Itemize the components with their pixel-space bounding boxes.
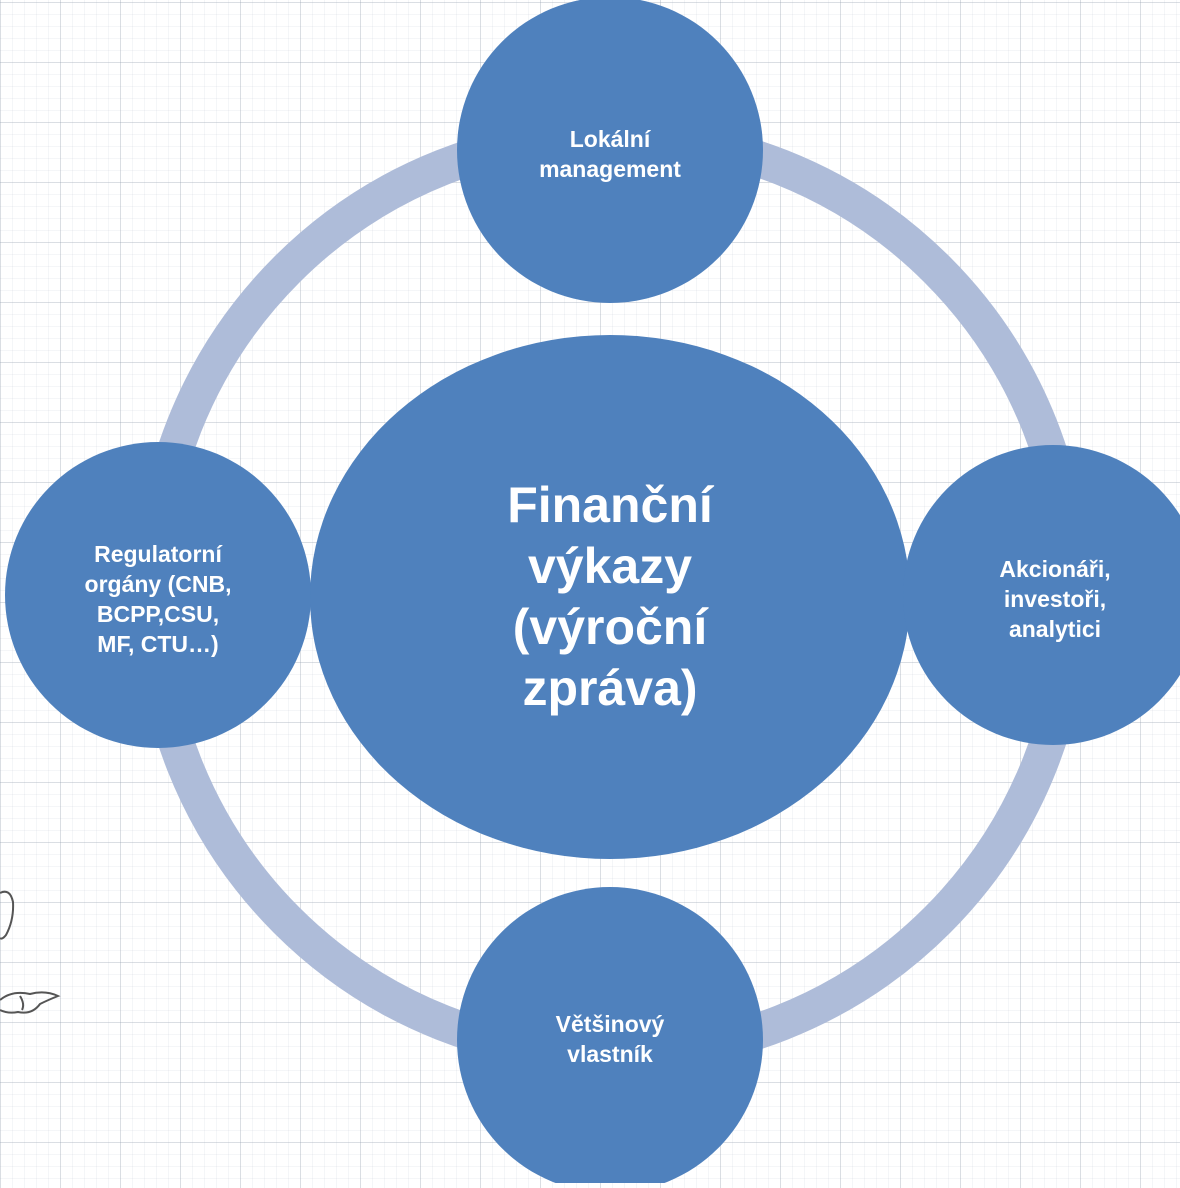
center-node-shape: [310, 335, 910, 859]
top-node-shape: [457, 0, 763, 303]
left-node-label: Regulatorní orgány (CNB, BCPP,CSU, MF, C…: [84, 541, 232, 657]
bottom-node-label: Většinový vlastník: [555, 1011, 665, 1067]
left-node-shape: [5, 442, 311, 748]
center-node-label: Finanční výkazy (výroční zpráva): [507, 477, 713, 716]
sketch-decoration: [0, 890, 61, 1014]
bottom-node-shape: [457, 887, 763, 1188]
top-node-label: Lokální management: [539, 126, 681, 182]
right-node-shape: [903, 445, 1180, 745]
right-node-label: Akcionáři, investoři, analytici: [999, 556, 1111, 642]
